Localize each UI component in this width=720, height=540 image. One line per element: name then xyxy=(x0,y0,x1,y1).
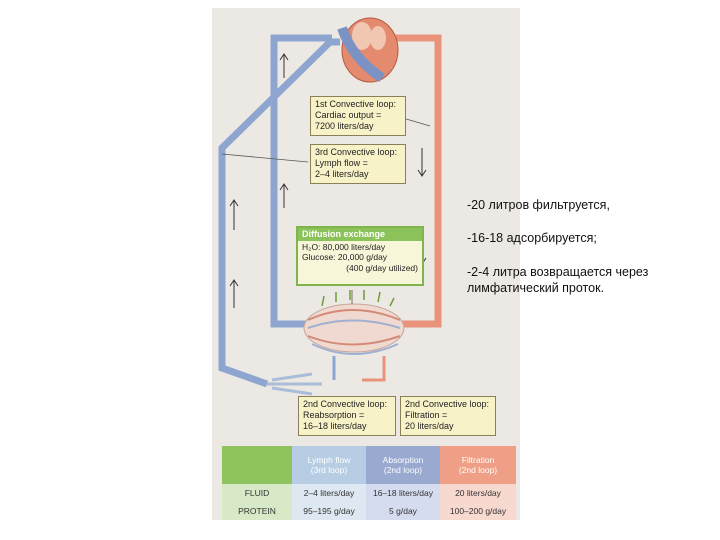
filtration-flow xyxy=(362,356,386,382)
venous-vessel xyxy=(218,38,340,388)
table-row: PROTEIN 95–195 g/day 5 g/day 100–200 g/d… xyxy=(222,502,516,520)
summary-table: Lymph flow (3rd loop) Absorption (2nd lo… xyxy=(222,446,516,520)
box-line: 20 liters/day xyxy=(405,421,454,431)
note-line: лимфатический проток. xyxy=(467,281,605,295)
box-line: 1st Convective loop: xyxy=(315,99,397,109)
table-cell: 5 g/day xyxy=(366,502,440,520)
header-line: (2nd loop) xyxy=(458,465,498,475)
lymph-flow-box: 3rd Convective loop: Lymph flow = 2–4 li… xyxy=(310,144,406,184)
arrow-up-icon xyxy=(229,279,239,308)
diffusion-title: Diffusion exchange xyxy=(298,228,422,241)
venous-return-vessel xyxy=(270,34,332,328)
note-filtered: -20 литров фильтруется, xyxy=(467,198,610,212)
box-line: 2–4 liters/day xyxy=(315,169,369,179)
header-absorption: Absorption (2nd loop) xyxy=(366,446,440,484)
arrow-up-icon xyxy=(279,53,289,78)
table-header-row: Lymph flow (3rd loop) Absorption (2nd lo… xyxy=(222,446,516,484)
table-cell: 16–18 liters/day xyxy=(366,484,440,502)
box-line: Filtration = xyxy=(405,410,448,420)
figure-panel: 1st Convective loop: Cardiac output = 72… xyxy=(212,8,520,520)
table-cell: 20 liters/day xyxy=(440,484,516,502)
note-returned: -2-4 литра возвращается через лимфатичес… xyxy=(467,264,648,296)
table-cell: 100–200 g/day xyxy=(440,502,516,520)
header-line: Filtration xyxy=(461,455,495,465)
table-row: FLUID 2–4 liters/day 16–18 liters/day 20… xyxy=(222,484,516,502)
table-cell: 2–4 liters/day xyxy=(292,484,366,502)
note-absorbed: -16-18 адсорбируется; xyxy=(467,231,597,245)
box-line: Glucose: 20,000 g/day xyxy=(302,252,388,262)
reabsorption-box: 2nd Convective loop: Reabsorption = 16–1… xyxy=(298,396,396,436)
row-label: FLUID xyxy=(222,484,292,502)
filtration-box: 2nd Convective loop: Filtration = 20 lit… xyxy=(400,396,496,436)
row-label: PROTEIN xyxy=(222,502,292,520)
header-lymph: Lymph flow (3rd loop) xyxy=(292,446,366,484)
connector-line xyxy=(221,153,309,163)
capillary-bed xyxy=(303,290,405,355)
box-line: Lymph flow = xyxy=(315,158,368,168)
lymph-vessel xyxy=(267,372,322,396)
header-line: (2nd loop) xyxy=(383,465,423,475)
heart-icon xyxy=(337,17,399,83)
circulation-diagram xyxy=(218,17,442,396)
arrow-up-icon xyxy=(279,183,289,208)
note-line: -2-4 литра возвращается через xyxy=(467,265,649,279)
table-corner xyxy=(222,446,292,484)
box-line: 16–18 liters/day xyxy=(303,421,367,431)
arrow-down-icon xyxy=(417,148,427,177)
cardiac-output-box: 1st Convective loop: Cardiac output = 72… xyxy=(310,96,406,136)
header-line: (3rd loop) xyxy=(310,465,348,475)
table-cell: 95–195 g/day xyxy=(292,502,366,520)
box-line: H₂O: 80,000 liters/day xyxy=(302,241,386,252)
box-line: Cardiac output = xyxy=(315,110,382,120)
diffusion-exchange-box: Diffusion exchange H₂O: 80,000 liters/da… xyxy=(296,226,424,286)
arterial-vessel xyxy=(380,34,442,328)
box-line: 3rd Convective loop: xyxy=(315,147,398,157)
box-line: (400 g/day utilized) xyxy=(346,262,418,273)
box-line: Reabsorption = xyxy=(303,410,365,420)
arrow-up-icon xyxy=(229,199,239,230)
box-line: 2nd Convective loop: xyxy=(405,399,490,409)
header-line: Lymph flow xyxy=(307,455,351,465)
box-line: 7200 liters/day xyxy=(315,121,374,131)
header-filtration: Filtration (2nd loop) xyxy=(440,446,516,484)
header-line: Absorption xyxy=(382,455,424,465)
box-line: 2nd Convective loop: xyxy=(303,399,388,409)
